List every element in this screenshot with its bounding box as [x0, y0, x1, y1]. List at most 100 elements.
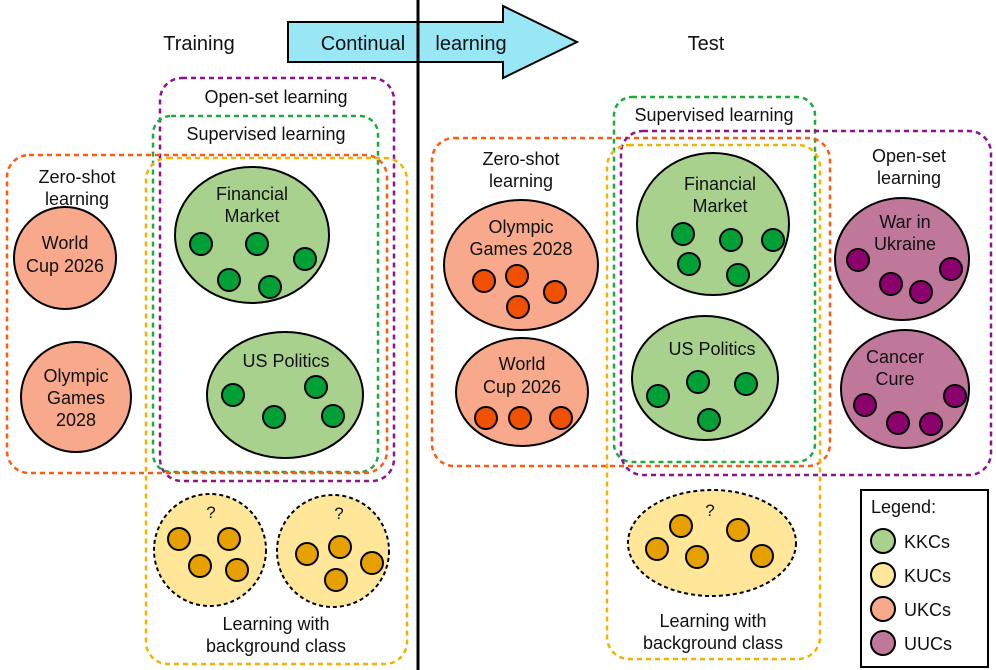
training-heading: Training: [163, 33, 235, 55]
sample-dot: [886, 411, 910, 435]
legend-swatch-uuc: [870, 630, 896, 656]
sample-dot: [505, 264, 529, 288]
continual-learning-arrow: [287, 4, 580, 80]
sample-dot: [750, 544, 774, 568]
test-cancer-samples: [853, 384, 967, 436]
test-background-class-region: [605, 143, 822, 661]
test-war-samples: [846, 248, 963, 304]
training-unknown-mark-1: ?: [206, 503, 215, 522]
test-zero-shot-label-1: Zero-shot: [482, 149, 559, 169]
test-open-set-label-1: Open-set: [872, 146, 946, 166]
sample-dot: [189, 232, 213, 256]
training-background-class-region: [144, 156, 409, 666]
test-supervised-region: [612, 95, 817, 464]
test-financial-market-class: [636, 152, 790, 296]
training-unknown-samples-2: [295, 535, 384, 592]
legend-swatch-kuc: [870, 562, 896, 588]
test-open-set-region: [619, 129, 993, 477]
sample-dot: [645, 537, 669, 561]
arrow-label-learning: learning: [435, 33, 506, 55]
test-financial-market-label-1: Financial: [684, 174, 756, 194]
training-olympic-label-3: 2028: [56, 410, 96, 430]
test-us-politics-samples: [646, 370, 758, 432]
sample-dot: [669, 514, 693, 538]
training-olympic-label-2: Games: [47, 388, 105, 408]
training-financial-market-samples: [189, 232, 317, 299]
sample-dot: [719, 228, 743, 252]
test-war-in-ukraine-class: [834, 197, 970, 321]
test-world-cup-label-1: World: [499, 354, 546, 374]
sample-dot: [506, 295, 530, 319]
legend-label-uuc: UUCs: [904, 634, 952, 654]
sample-dot: [217, 527, 241, 551]
arrow-label-continual: Continual: [321, 33, 406, 55]
test-war-label-1: War in: [879, 212, 930, 232]
training-us-politics-label: US Politics: [242, 351, 329, 371]
sample-dot: [846, 248, 870, 272]
sample-dot: [671, 222, 695, 246]
sample-dot: [508, 406, 532, 430]
training-unknown-mark-2: ?: [334, 504, 343, 523]
test-olympic-label-2: Games 2028: [469, 239, 572, 259]
sample-dot: [685, 545, 709, 569]
training-olympic-class: [20, 341, 132, 453]
sample-dot: [225, 558, 249, 582]
legend: Legend: KKCs KUCs UKCs UUCs: [860, 489, 989, 668]
test-zero-shot-label-2: learning: [489, 171, 553, 191]
sample-dot: [697, 408, 721, 432]
sample-dot: [321, 404, 345, 428]
sample-dot: [262, 405, 286, 429]
sample-dot: [646, 384, 670, 408]
test-cancer-label-1: Cancer: [866, 347, 924, 367]
sample-dot: [879, 272, 903, 296]
training-unknown-samples-1: [167, 527, 249, 582]
test-unknown-samples: [645, 514, 774, 569]
training-open-set-region: [158, 76, 396, 483]
training-zero-shot-label-1: Zero-shot: [38, 167, 115, 187]
test-background-label-1: Learning with: [659, 611, 766, 631]
test-background-label-2: background class: [643, 633, 783, 653]
sample-dot: [304, 375, 328, 399]
sample-dot: [360, 551, 384, 575]
sample-dot: [726, 263, 750, 287]
test-unknown-class: [627, 489, 797, 597]
sample-dot: [328, 535, 352, 559]
sample-dot: [909, 280, 933, 304]
sample-dot: [293, 247, 317, 271]
training-zero-shot-label-2: learning: [45, 189, 109, 209]
sample-dot: [324, 568, 348, 592]
sample-dot: [726, 518, 750, 542]
test-financial-market-samples: [671, 222, 785, 287]
legend-title: Legend:: [871, 497, 936, 517]
legend-label-kuc: KUCs: [904, 566, 951, 586]
test-cancer-label-2: Cure: [875, 369, 914, 389]
training-financial-market-label-2: Market: [224, 206, 279, 226]
training-world-cup-label-1: World: [42, 233, 89, 253]
sample-dot: [549, 406, 573, 430]
sample-dot: [853, 393, 877, 417]
sample-dot: [919, 412, 943, 436]
training-supervised-label: Supervised learning: [186, 124, 345, 144]
sample-dot: [761, 228, 785, 252]
legend-label-ukc: UKCs: [904, 600, 951, 620]
test-olympic-samples: [472, 264, 567, 319]
test-war-label-2: Ukraine: [874, 234, 936, 254]
training-financial-market-label-1: Financial: [216, 184, 288, 204]
test-us-politics-label: US Politics: [668, 339, 755, 359]
test-financial-market-label-2: Market: [692, 196, 747, 216]
test-heading: Test: [688, 33, 725, 55]
sample-dot: [939, 257, 963, 281]
sample-dot: [295, 542, 319, 566]
test-world-cup-label-2: Cup 2026: [483, 377, 561, 397]
training-zero-shot-region: [5, 153, 389, 475]
sample-dot: [472, 269, 496, 293]
sample-dot: [943, 384, 967, 408]
legend-label-kkc: KKCs: [904, 532, 950, 552]
test-zero-shot-region: [430, 136, 832, 468]
training-open-set-label: Open-set learning: [204, 87, 347, 107]
legend-swatch-kkc: [870, 528, 896, 554]
training-background-label-2: background class: [206, 636, 346, 656]
training-us-politics-samples: [221, 375, 345, 429]
sample-dot: [221, 383, 245, 407]
